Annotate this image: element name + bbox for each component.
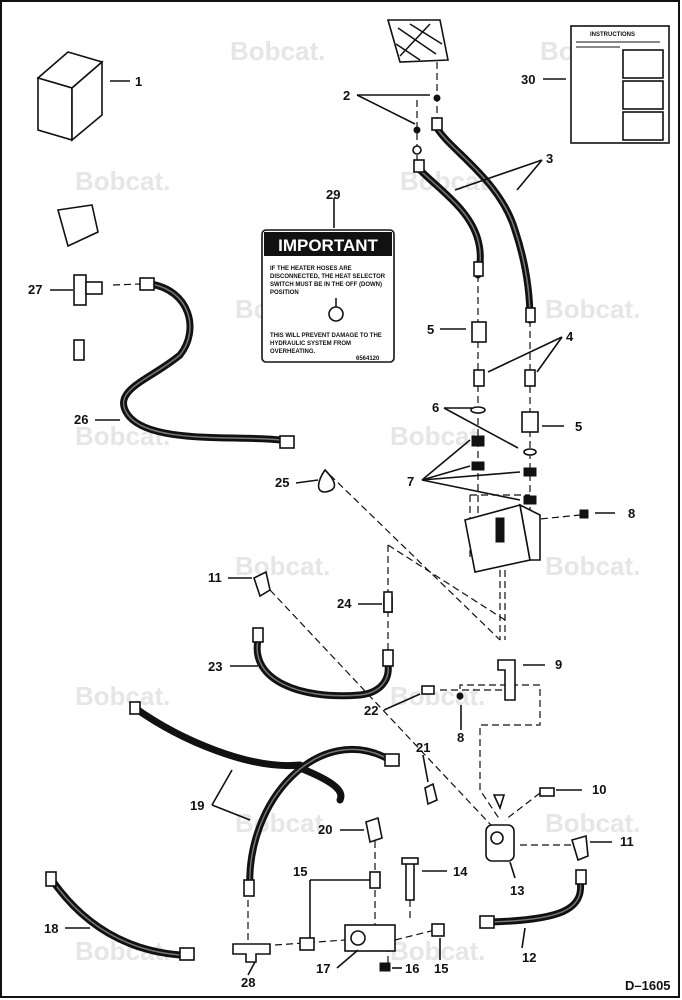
decal-part-number: 6564120 xyxy=(356,356,380,362)
callout: 9 xyxy=(555,657,562,672)
instructions-sheet: INSTRUCTIONS xyxy=(570,25,670,144)
callout: 12 xyxy=(522,950,536,965)
callout: 28 xyxy=(241,975,255,990)
callout: 29 xyxy=(326,187,340,202)
callout: 17 xyxy=(316,961,330,976)
watermark: Bobcat. xyxy=(235,808,330,838)
watermark: Bobcat. xyxy=(75,421,170,451)
callout: 2 xyxy=(343,88,350,103)
callout: 27 xyxy=(28,282,42,297)
callout: 25 xyxy=(275,475,289,490)
callout: 15 xyxy=(434,961,448,976)
callout: 30 xyxy=(521,72,535,87)
callout: 16 xyxy=(405,961,419,976)
decal-text: DISCONNECTED, THE HEAT SELECTOR xyxy=(270,274,386,280)
callout: 10 xyxy=(592,782,606,797)
decal-text: SWITCH MUST BE IN THE OFF (DOWN) xyxy=(270,282,382,288)
decal-text: THIS WILL PREVENT DAMAGE TO THE xyxy=(270,333,382,339)
callout: 20 xyxy=(318,822,332,837)
callout: 19 xyxy=(190,798,204,813)
drawing-code: D–1605 xyxy=(625,978,671,993)
callout: 26 xyxy=(74,412,88,427)
callout: 22 xyxy=(364,703,378,718)
tee-fitting-left xyxy=(56,204,103,361)
heater-valve xyxy=(485,787,555,862)
callout: 15 xyxy=(293,864,307,879)
callout: 6 xyxy=(432,400,439,415)
watermark: Bobcat. xyxy=(230,36,325,66)
heater-valve-top xyxy=(386,19,449,63)
callout: 8 xyxy=(457,730,464,745)
decal-text: IF THE HEATER HOSES ARE xyxy=(270,266,352,272)
callout: 18 xyxy=(44,921,58,936)
leader-lines xyxy=(50,78,615,976)
decal-text: OVERHEATING. xyxy=(270,349,316,355)
callout: 1 xyxy=(135,74,142,89)
decal-heading: IMPORTANT xyxy=(278,236,378,255)
callout: 3 xyxy=(546,151,553,166)
watermark: Bobcat. xyxy=(545,294,640,324)
hose-pair-upper xyxy=(412,94,536,324)
watermarks: Bobcat. Bobcat. Bobcat. Bobcat. Bobcat. … xyxy=(75,36,640,966)
mounting-bracket xyxy=(464,503,541,573)
callout: 7 xyxy=(407,474,414,489)
watermark: Bobcat. xyxy=(390,936,485,966)
callout: 13 xyxy=(510,883,524,898)
fitting-stack xyxy=(470,321,589,519)
callout-numbers: 1 2 3 4 5 5 6 7 8 8 9 10 11 11 12 13 14 … xyxy=(28,72,635,990)
watermark: Bobcat. xyxy=(545,551,640,581)
watermark: Bobcat. xyxy=(390,421,485,451)
callout: 14 xyxy=(453,864,468,879)
watermark: Bobcat. xyxy=(545,808,640,838)
watermark: Bobcat. xyxy=(235,551,330,581)
callout: 5 xyxy=(575,419,582,434)
important-decal: IMPORTANT IF THE HEATER HOSES ARE DISCON… xyxy=(261,229,395,363)
callout: 11 xyxy=(620,834,634,849)
callout: 5 xyxy=(427,322,434,337)
part-box xyxy=(36,51,104,142)
callout: 8 xyxy=(628,506,635,521)
decal-text: HYDRAULIC SYSTEM FROM xyxy=(270,341,351,347)
watermark: Bobcat. xyxy=(75,166,170,196)
watermark: Bobcat. xyxy=(75,681,170,711)
decal-text: POSITION xyxy=(270,290,299,296)
callout: 11 xyxy=(208,570,222,585)
callout: 21 xyxy=(416,740,430,755)
instructions-title: INSTRUCTIONS xyxy=(590,32,635,38)
callout: 4 xyxy=(566,329,574,344)
callout: 24 xyxy=(337,596,352,611)
watermark: Bobcat. xyxy=(390,681,485,711)
callout: 23 xyxy=(208,659,222,674)
